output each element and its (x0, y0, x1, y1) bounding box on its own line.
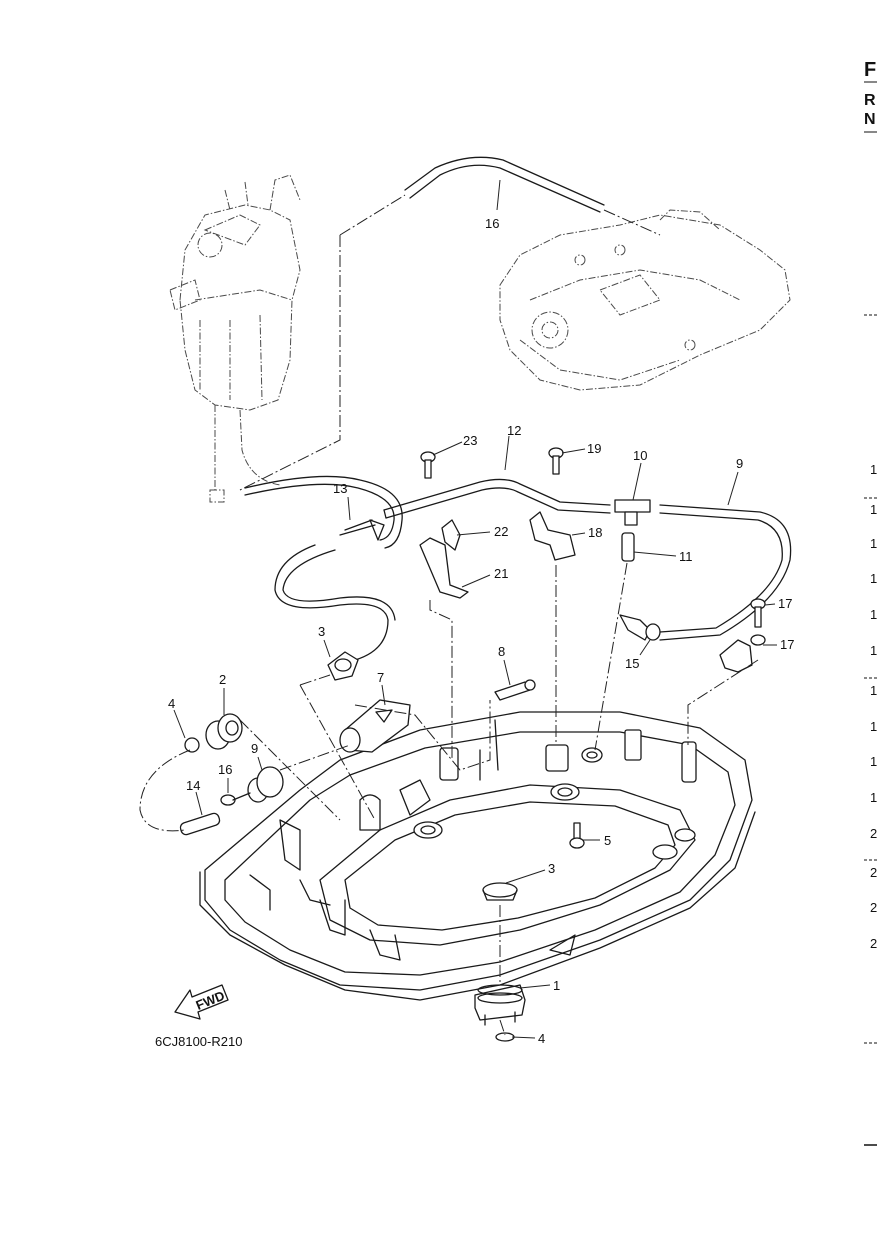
grommet-6 (339, 699, 411, 753)
bracket-21 (419, 537, 469, 599)
callout-10: 10 (633, 448, 647, 463)
callout-17: 17 (780, 637, 794, 652)
callout-20: 19 (587, 441, 601, 456)
clip-22 (441, 519, 461, 551)
margin-number: 1 (870, 754, 877, 769)
vapor-separator-assembly (169, 174, 301, 503)
callout-11: 11 (679, 549, 693, 564)
grommet-3-lower (482, 882, 518, 901)
callout-labels: 16 23 12 19 10 9 13 22 18 11 21 17 17 15… (168, 216, 794, 1046)
callout-leaders (173, 179, 777, 1039)
callout-8: 9 (251, 741, 258, 756)
callout-6: 7 (377, 670, 384, 685)
plug-8 (247, 766, 284, 803)
upper-casing-ghost (499, 209, 791, 391)
callout-9: 9 (736, 456, 743, 471)
bolt-18 (750, 598, 766, 628)
grommet-3-upper (327, 651, 359, 681)
callout-5: 5 (604, 833, 611, 848)
callout-13: 13 (333, 481, 347, 496)
margin-number: 1 (870, 643, 877, 658)
joint-10 (614, 499, 651, 526)
margin-number: 2 (870, 900, 877, 915)
bolt-23 (420, 451, 436, 479)
plug-2 (205, 713, 243, 750)
diagram-code: 6CJ8100-R210 (155, 1034, 242, 1049)
hose-12 (383, 478, 611, 519)
margin-number: 1 (870, 719, 877, 734)
callout-23: 23 (463, 433, 477, 448)
bracket-19 (529, 511, 576, 561)
margin-number: 2 (870, 936, 877, 951)
clip-15-upper (619, 614, 661, 641)
callout-16: 16 (485, 216, 499, 231)
clip-4-left (184, 737, 200, 753)
callout-19: 18 (588, 525, 602, 540)
hose-9 (659, 504, 792, 641)
callout-21: 21 (494, 566, 508, 581)
margin-number: 1 (870, 502, 877, 517)
margin-number: 2 (870, 865, 877, 880)
screw-7 (494, 679, 536, 701)
margin-number: 1 (870, 462, 877, 477)
callout-18: 17 (778, 596, 792, 611)
callout-2: 2 (219, 672, 226, 687)
margin-number: 1 (870, 790, 877, 805)
screw-5 (569, 822, 585, 849)
fwd-arrow-icon: FWD (174, 984, 229, 1020)
margin-number: 1 (870, 683, 877, 698)
hose-13 (244, 475, 403, 661)
margin-header-3: N (864, 111, 876, 128)
margin-number: 1 (870, 536, 877, 551)
callout-4-lower: 4 (538, 1031, 545, 1046)
callout-14: 14 (186, 778, 200, 793)
right-margin: F R N 1 1 1 1 1 1 1 1 1 1 2 2 2 2 (864, 59, 877, 1146)
callout-3-lower: 3 (548, 861, 555, 876)
margin-header-2: R (864, 92, 876, 109)
callout-1: 1 (553, 978, 560, 993)
callout-15-upper: 15 (625, 656, 639, 671)
bottom-cowling (199, 711, 756, 1001)
margin-header-1: F (864, 59, 876, 81)
seal-1 (474, 984, 526, 1026)
hose-11 (621, 532, 635, 562)
margin-number: 1 (870, 571, 877, 586)
callout-3-upper: 3 (318, 624, 325, 639)
callout-12: 12 (507, 423, 521, 438)
callout-7: 8 (498, 644, 505, 659)
routing-lines (139, 562, 759, 1036)
callout-15-lower: 16 (218, 762, 232, 777)
margin-number: 2 (870, 826, 877, 841)
clip-15-lower (220, 792, 251, 806)
clamp-17 (719, 634, 766, 673)
bolt-20 (548, 447, 564, 475)
callout-22: 22 (494, 524, 508, 539)
margin-number: 1 (870, 607, 877, 622)
fwd-label: FWD (194, 988, 227, 1013)
hose-14 (179, 812, 221, 836)
hose-16 (239, 156, 661, 491)
callout-4-left: 4 (168, 696, 175, 711)
